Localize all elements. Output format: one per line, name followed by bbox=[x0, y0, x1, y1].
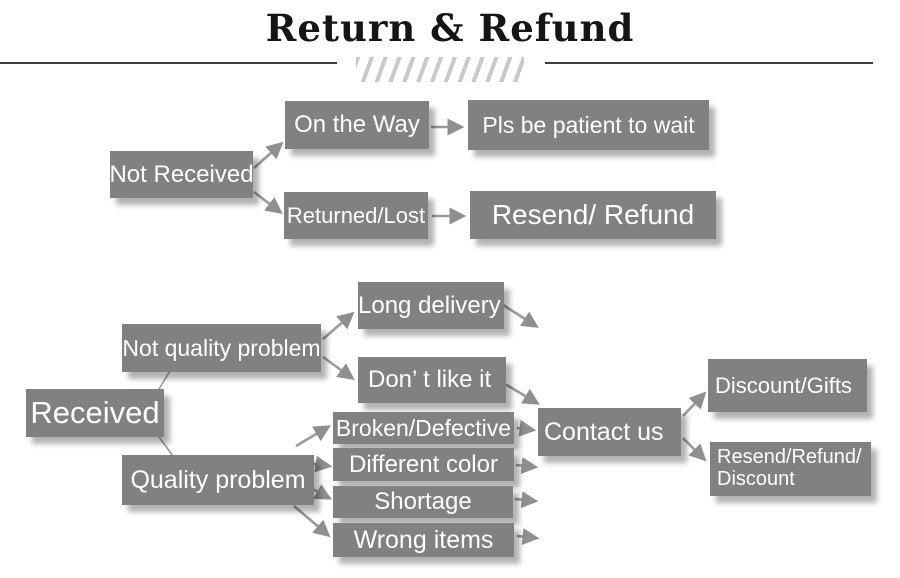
arrow-longdelivery-out bbox=[499, 301, 539, 328]
arrow-contact-resenddiscount bbox=[682, 437, 707, 462]
title-rule-right bbox=[545, 62, 873, 64]
node-received: Received bbox=[26, 389, 164, 437]
node-discount-gifts: Discount/Gifts bbox=[708, 359, 867, 412]
node-pls-be-patient: Pls be patient to wait bbox=[468, 100, 709, 150]
arrow-notreceived-ontheway bbox=[253, 141, 284, 169]
arrow-shortage-right bbox=[514, 491, 539, 509]
page-title: Return & Refund bbox=[265, 6, 635, 50]
arrow-broken-contact bbox=[516, 419, 537, 437]
node-different-color: Different color bbox=[333, 448, 514, 481]
node-returned-lost: Returned/Lost bbox=[284, 192, 428, 239]
line-received-notquality bbox=[158, 370, 171, 390]
node-not-received: Not Received bbox=[109, 151, 254, 198]
node-resend-refund: Resend/ Refund bbox=[470, 191, 716, 239]
arrow-quality-wrong bbox=[293, 505, 331, 538]
hatch-decoration bbox=[356, 57, 524, 82]
node-quality-problem: Quality problem bbox=[122, 455, 314, 505]
node-contact-us: Contact us bbox=[538, 408, 681, 456]
title-rule-left bbox=[0, 62, 337, 64]
node-on-the-way: On the Way bbox=[285, 101, 429, 149]
arrow-notreceived-returned bbox=[253, 190, 283, 215]
node-not-quality-problem: Not quality problem bbox=[122, 324, 321, 372]
arrow-notquality-longdelivery bbox=[322, 311, 355, 340]
arrow-contact-discountgifts bbox=[682, 391, 707, 417]
node-shortage: Shortage bbox=[333, 486, 513, 518]
node-wrong-items: Wrong items bbox=[333, 523, 514, 557]
arrow-quality-broken bbox=[295, 425, 331, 448]
line-received-quality bbox=[158, 436, 174, 457]
node-long-delivery: Long delivery bbox=[358, 282, 504, 329]
node-broken-defective: Broken/Defective bbox=[333, 412, 514, 444]
node-dont-like-it: Don’ t like it bbox=[358, 357, 506, 403]
arrow-dontlike-contact bbox=[504, 382, 540, 405]
arrow-wrong-right bbox=[516, 528, 540, 545]
node-resend-refund-discount: Resend/Refund/ Discount bbox=[710, 442, 871, 496]
arrow-notquality-dontlike bbox=[322, 355, 355, 380]
arrow-different-right bbox=[515, 457, 539, 474]
